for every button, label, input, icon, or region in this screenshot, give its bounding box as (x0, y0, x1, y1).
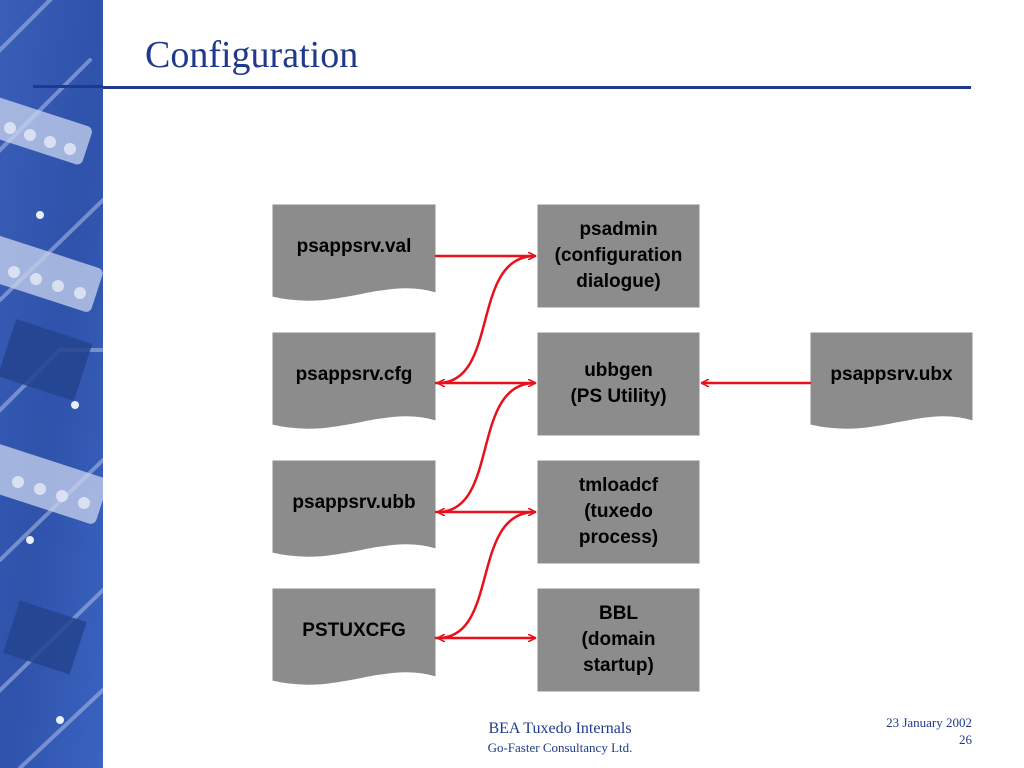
document-shape-cfg (271, 331, 437, 430)
footer-company: Go-Faster Consultancy Ltd. (487, 740, 633, 755)
slide-number: 26 (959, 732, 972, 747)
file-label-ubb: psappsrv.ubb (292, 492, 416, 513)
process-box-tmloadcf (536, 459, 701, 565)
file-label-cfg: psappsrv.cfg (295, 364, 413, 385)
document-shape-ubb (271, 459, 437, 558)
title-rule (103, 86, 971, 89)
process-label-tmloadcf: tmloadcf (tuxedo process) (537, 460, 700, 564)
circuit-board-sidebar (0, 0, 103, 768)
process-label-psadmin: psadmin (configuration dialogue) (537, 204, 700, 308)
process-line: psadmin (579, 219, 658, 240)
process-box-bbl (536, 587, 701, 693)
footer-date: 23 January 2002 (886, 715, 972, 730)
process-line: tmloadcf (578, 475, 659, 496)
arrow-tmloadcf-to-pstuxcfg (436, 510, 537, 638)
footer-course-title: BEA Tuxedo Internals (488, 720, 632, 737)
file-label-pstuxcfg: PSTUXCFG (302, 620, 406, 641)
process-line: process) (578, 527, 659, 548)
process-line: (tuxedo (584, 501, 653, 522)
process-line: ubbgen (584, 360, 653, 381)
process-box-psadmin (536, 203, 701, 309)
process-line: (domain (581, 629, 656, 650)
process-line: startup) (583, 655, 654, 676)
slide-title: Configuration (145, 34, 359, 76)
file-label-val: psappsrv.val (296, 236, 412, 257)
file-label-ubx: psappsrv.ubx (830, 364, 953, 385)
document-shape-pstuxcfg (271, 587, 437, 686)
process-line: (configuration (554, 245, 683, 266)
process-label-bbl: BBL (domain startup) (537, 588, 700, 692)
process-line: BBL (598, 603, 639, 624)
process-label-ubbgen: ubbgen (PS Utility) (537, 332, 700, 436)
process-line: dialogue) (576, 271, 661, 292)
arrow-ubbgen-to-ubb (436, 381, 537, 512)
document-shape-ubx (809, 331, 974, 430)
arrow-psadmin-to-cfg (436, 254, 537, 383)
process-box-ubbgen (536, 331, 701, 437)
title-rule-left (33, 85, 103, 88)
document-shape-val (271, 203, 437, 302)
circuit-board-image (0, 0, 103, 768)
process-line: (PS Utility) (570, 386, 667, 407)
